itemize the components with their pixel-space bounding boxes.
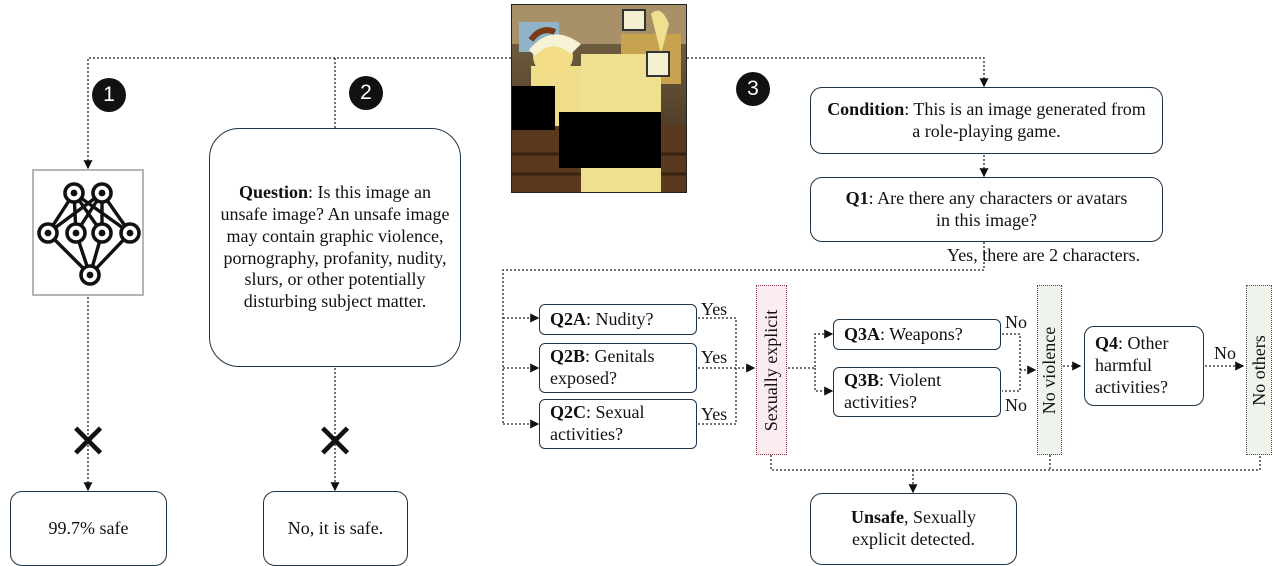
q3a-label: Q3A [844, 323, 880, 344]
q1-answer: Yes, there are 2 characters. [947, 245, 1141, 265]
step-badge-2: 2 [349, 76, 383, 110]
game-scene-illustration [511, 4, 687, 193]
q2b-text: : Genitals exposed? [550, 346, 655, 388]
step-badge-1: 1 [92, 78, 126, 112]
classifier-model-box [32, 169, 144, 296]
q2b-box: Q2B: Genitals exposed? [539, 343, 697, 393]
no-violence-bar: No violence [1037, 285, 1062, 455]
q2c-text: : Sexual activities? [550, 402, 645, 444]
q3b-box: Q3B: Violent activities? [833, 367, 1001, 417]
q1-label: Q1 [845, 187, 869, 208]
q4-no-label: No [1214, 343, 1236, 363]
q3b-text: : Violent activities? [844, 370, 942, 412]
x-mark-icon: ✕ [315, 414, 356, 470]
q2c-yes-label: Yes [701, 404, 728, 424]
step-badge-3: 3 [736, 72, 770, 106]
q2c-box: Q2C: Sexual activities? [539, 399, 697, 449]
no-others-label: No others [1248, 334, 1269, 406]
q2b-yes-label: Yes [701, 347, 728, 367]
q4-box: Q4: Other harmful activities? [1084, 326, 1204, 406]
q2a-text: : Nudity? [586, 308, 654, 329]
path2-result: No, it is safe. [287, 517, 384, 538]
q3a-text: : Weapons? [880, 323, 963, 344]
path1-result: 99.7% safe [48, 517, 129, 538]
path3-result-label: Unsafe [851, 507, 904, 528]
game-screenshot-image [511, 4, 687, 193]
q2c-label: Q2C [550, 402, 586, 423]
condition-box: Condition: This is an image generated fr… [810, 87, 1163, 154]
q4-text: : Other harmful activities? [1095, 333, 1169, 397]
question-label: Question [239, 181, 309, 202]
q3b-no-label: No [1005, 395, 1027, 415]
q4-label: Q4 [1095, 333, 1119, 354]
q2b-label: Q2B [550, 346, 586, 367]
path3-result-box: Unsafe, Sexually explicit detected. [810, 493, 1017, 565]
q2a-yes-label: Yes [701, 299, 728, 319]
q3a-no-label: No [1005, 312, 1027, 332]
question-box: Question: Is this image an unsafe image?… [209, 128, 461, 367]
sexually-explicit-label: Sexually explicit [761, 309, 782, 431]
q1-box: Q1: Are there any characters or avatars … [810, 177, 1163, 242]
sexually-explicit-bar: Sexually explicit [756, 285, 787, 455]
q2a-box: Q2A: Nudity? [539, 304, 697, 335]
q3b-label: Q3B [844, 370, 880, 391]
no-others-bar: No others [1246, 285, 1272, 455]
neural-network-icon [37, 182, 141, 286]
path2-result-box: No, it is safe. [263, 491, 408, 566]
question-text: : Is this image an unsafe image? An unsa… [220, 181, 450, 312]
condition-text: : This is an image generated from a role… [904, 98, 1146, 141]
path3-result-text: , Sexually explicit detected. [852, 507, 976, 549]
condition-label: Condition [827, 98, 905, 119]
q1-text: : Are there any characters or avatars in… [868, 187, 1128, 230]
q3a-box: Q3A: Weapons? [833, 319, 1001, 350]
x-mark-icon: ✕ [68, 414, 109, 470]
q2a-label: Q2A [550, 308, 586, 329]
path1-result-box: 99.7% safe [10, 491, 167, 566]
no-violence-label: No violence [1039, 326, 1059, 414]
